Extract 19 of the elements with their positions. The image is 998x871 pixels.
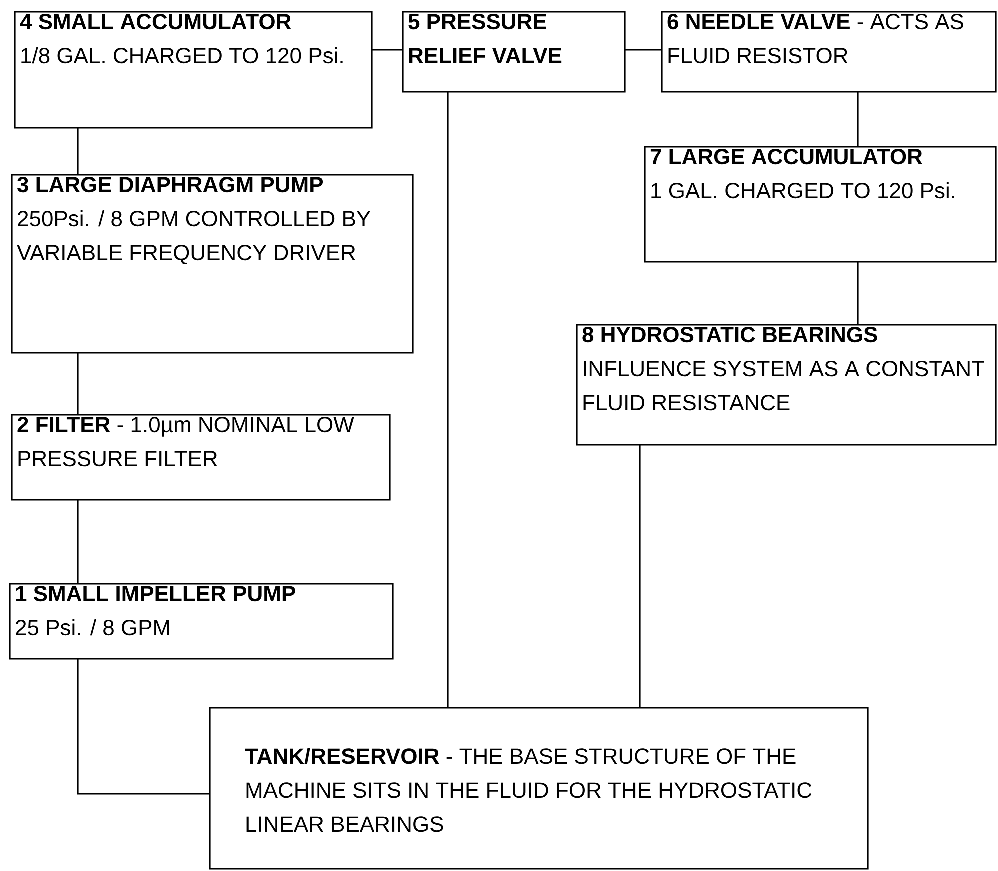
process-box: 2 FILTER - 1.0µm NOMINAL LOW PRESSURE FILTER [11, 414, 391, 501]
process-box: 3 LARGE DIAPHRAGM PUMP 250Psi. / 8 GPM CONTROLLED BY VARIABLE FREQUENCY DRIVER [11, 174, 414, 354]
connector-line [77, 659, 210, 795]
process-box: 6 NEEDLE VALVE - ACTS AS FLUID RESISTOR [661, 11, 997, 93]
connector-line [77, 353, 79, 415]
connector-line [372, 49, 403, 51]
process-box: 7 LARGE ACCUMULATOR 1 GAL. CHARGED TO 120 Psi. [644, 146, 997, 263]
process-box: TANK/RESERVOIR - THE BASE STRUCTURE OF THE MACHINE SITS IN THE FLUID FOR THE HYDROSTATIC LINEAR BEARINGS [209, 707, 869, 870]
connector-line [77, 128, 79, 175]
connector-line [625, 49, 662, 51]
connector-line [639, 445, 641, 708]
connector-line [857, 262, 859, 325]
connector-line [77, 500, 79, 584]
process-box: 8 HYDROSTATIC BEARINGS INFLUENCE SYSTEM AS A CONSTANT FLUID RESISTANCE [576, 324, 997, 446]
process-box: 1 SMALL IMPELLER PUMP 25 Psi. / 8 GPM [9, 583, 394, 660]
connector-line [857, 92, 859, 147]
process-box: 4 SMALL ACCUMULATOR 1/8 GAL. CHARGED TO 120 Psi. [14, 11, 373, 129]
connector-line [447, 92, 449, 708]
process-box: 5 PRESSURE RELIEF VALVE [402, 11, 626, 93]
